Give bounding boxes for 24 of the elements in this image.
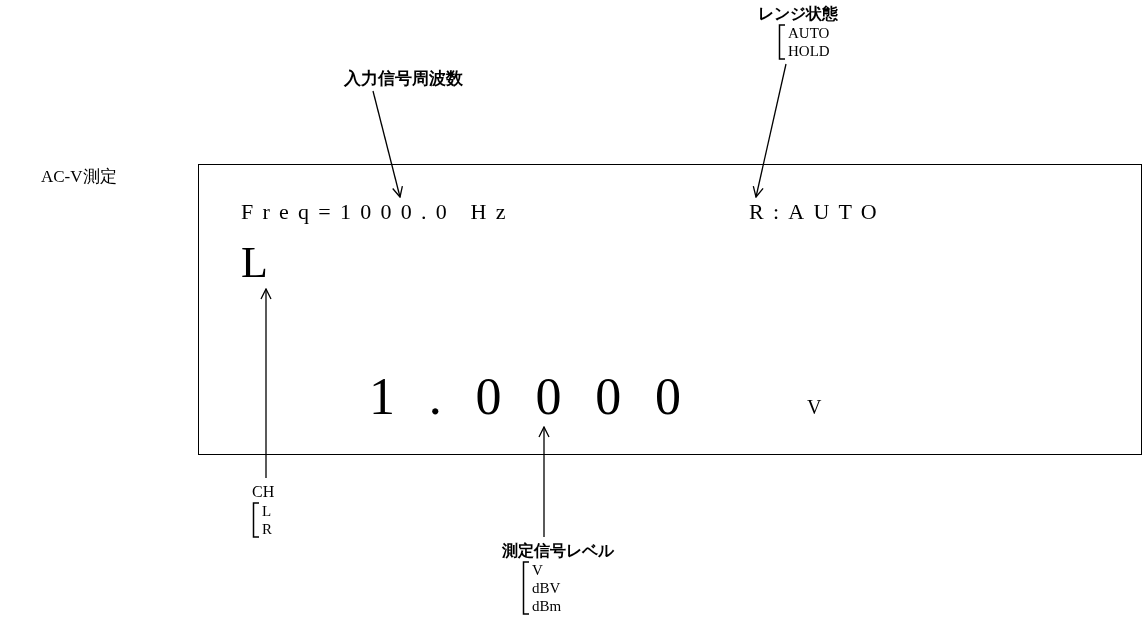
level-readout: 1.0000 [369,371,715,423]
option-text: V [532,561,544,579]
channel-readout: L [241,241,268,285]
leader-arrow [538,426,550,538]
option-text: AUTO [788,24,830,42]
callout-group [502,541,614,615]
leader-arrow [260,288,272,479]
option-text: R [262,520,272,538]
option-text: dBV [532,579,562,597]
mode-label: AC-V測定 [41,166,117,188]
leader-arrow [372,90,404,198]
callout-heading: 測定信号レベル [502,541,614,561]
frequency-readout: Freq=1000.0 Hz [241,201,515,223]
option-text: dBm [532,597,562,615]
unit-readout: V [807,397,822,417]
callout-heading: CH [252,482,275,502]
leader-arrow [752,63,787,198]
option-text: HOLD [788,42,830,60]
callout-group [758,4,838,60]
option-text: L [262,502,272,520]
display-panel [198,164,1142,455]
range-readout: R:AUTO [749,201,886,223]
callout-heading: レンジ状態 [758,4,838,24]
callout-text: 入力信号周波数 [344,70,463,87]
